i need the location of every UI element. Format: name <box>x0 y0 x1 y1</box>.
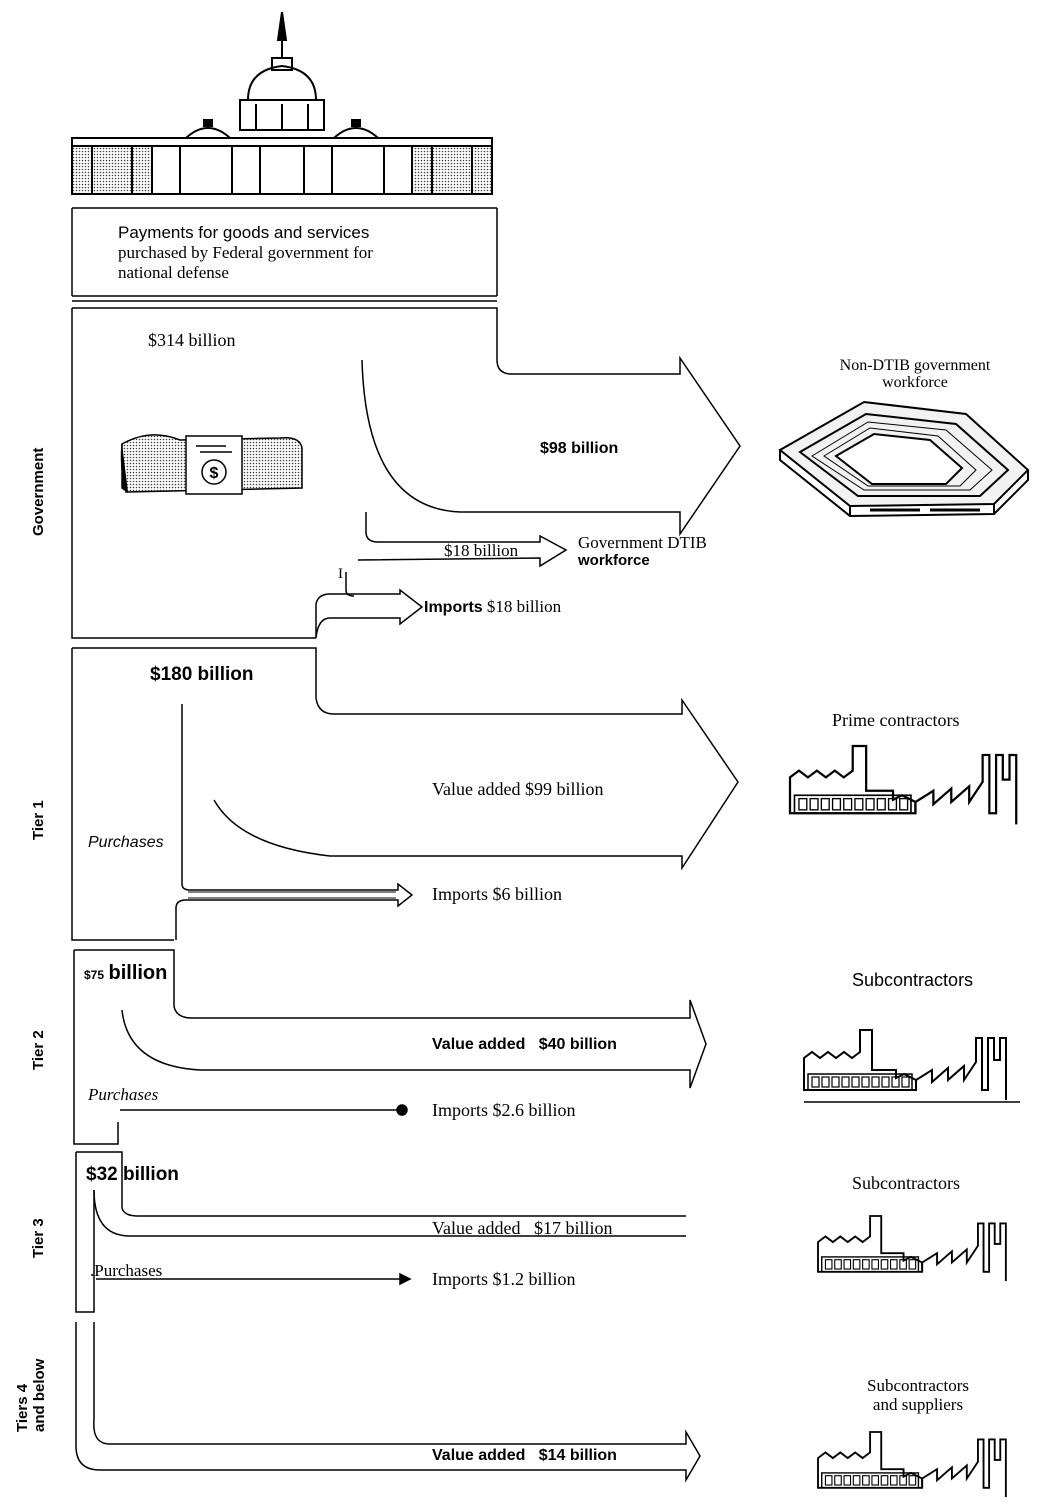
payments-box <box>71 207 498 302</box>
tier3-flow <box>75 1151 686 1313</box>
payments-line-2: purchased by Federal government for <box>118 243 373 262</box>
payments-line-1: Payments for goods and services <box>118 223 370 242</box>
tier1-total: $180 billion <box>150 664 254 685</box>
dtib-label: Government DTIB workforce <box>578 534 707 570</box>
nondtib-label-line1: Non-DTIB government <box>839 357 991 374</box>
tier2-flow <box>73 949 707 1145</box>
tier-label-government: Government <box>30 447 47 536</box>
tier1-purchases: Purchases <box>88 834 164 851</box>
imports-marker: I <box>338 566 343 582</box>
tier2-recipient: Subcontractors <box>852 970 974 990</box>
dtib-label-line1: Government DTIB <box>578 533 707 552</box>
tier1-flow <box>71 647 739 941</box>
government-total: $314 billion <box>148 330 236 350</box>
factory-icon <box>803 1029 1020 1103</box>
tier3-purchases: .Purchases <box>90 1261 163 1280</box>
tier1-recipient: Prime contractors <box>832 710 960 730</box>
government-imports: Imports $18 billion <box>424 597 561 617</box>
tier2-imports: Imports $2.6 billion <box>432 1100 576 1120</box>
factory-icon <box>788 744 1018 826</box>
tier-label-tier1: Tier 1 <box>30 800 47 840</box>
tier-label-tier4-line2: and below <box>31 1358 48 1432</box>
tier4-recipient-line1: Subcontractors <box>867 1376 969 1395</box>
tier3-total: $32 billion <box>86 1164 179 1185</box>
imports-word: Imports <box>424 599 483 616</box>
tier1-value-added: Value added $99 billion <box>432 779 604 799</box>
pentagon-building-icon <box>778 400 1030 518</box>
tier-label-tier3: Tier 3 <box>30 1218 47 1258</box>
nondtib-label-line2: workforce <box>882 374 948 391</box>
tier4-recipient-line2: and suppliers <box>872 1395 964 1414</box>
tier-label-tier4-line1: Tiers 4 <box>14 1383 31 1432</box>
tier2-total-prefix: $75 <box>84 968 105 982</box>
tier3-value-added: Value added $17 billion <box>432 1218 613 1238</box>
capitol-building-icon <box>71 11 493 195</box>
tier-label-tier2: Tier 2 <box>30 1030 47 1070</box>
factory-icon <box>817 1431 1007 1499</box>
nondtib-value: $98 billion <box>540 440 619 457</box>
tier4-flow <box>75 1322 701 1483</box>
svg-text:$: $ <box>210 465 219 482</box>
tier4-recipient: Subcontractors and suppliers <box>828 1376 1008 1414</box>
tier2-value-added: Value added $40 billion <box>432 1036 617 1053</box>
tier4-value-added: Value added $14 billion <box>432 1447 617 1464</box>
tier1-imports: Imports $6 billion <box>432 884 562 904</box>
nondtib-label: Non-DTIB government workforce <box>810 357 1020 391</box>
tier3-recipient: Subcontractors <box>852 1173 960 1193</box>
tier-label-tier4: Tiers 4 and below <box>14 1359 48 1432</box>
factory-icon <box>817 1215 1007 1283</box>
payments-description: Payments for goods and services purchase… <box>118 223 458 283</box>
payments-line-3: national defense <box>118 263 229 282</box>
tier2-total: $75 billion <box>84 962 167 985</box>
tier2-purchases: Purchases <box>88 1085 159 1104</box>
government-flow <box>71 307 741 639</box>
tier2-total-suffix: billion <box>108 962 168 984</box>
money-stack-icon: $ <box>120 434 303 495</box>
dtib-label-line2: workforce <box>578 552 650 569</box>
imports-value: $18 billion <box>486 597 562 616</box>
dtib-value: $18 billion <box>444 541 519 560</box>
tier3-imports: Imports $1.2 billion <box>432 1269 576 1289</box>
